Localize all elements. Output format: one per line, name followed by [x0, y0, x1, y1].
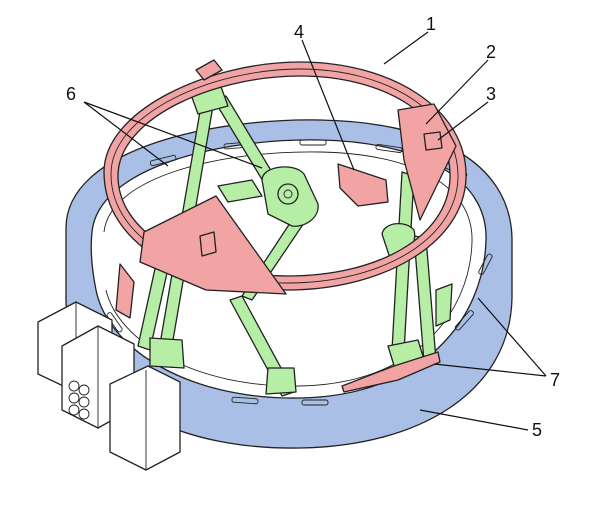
label-7: 7 — [550, 370, 560, 390]
housing — [37, 301, 181, 471]
leader-lines — [83, 31, 547, 431]
panel-low-left — [115, 263, 135, 319]
housing-connectors — [68, 380, 90, 420]
panel-low-right — [341, 351, 441, 393]
label-1: 1 — [426, 14, 436, 34]
label-4: 4 — [294, 22, 304, 42]
base-ring-inner-lip — [103, 151, 473, 387]
housing-box-front — [109, 365, 181, 471]
label-6: 6 — [66, 84, 76, 104]
label-2: 2 — [486, 42, 496, 62]
label-3: 3 — [486, 84, 496, 104]
label-5: 5 — [532, 420, 542, 440]
panel-right — [397, 103, 457, 221]
labels: 1 2 3 4 5 6 7 — [66, 14, 560, 440]
panel-left-slot — [199, 231, 217, 257]
panel-center — [337, 163, 389, 207]
top-ring-clip — [195, 59, 223, 81]
bracket-small — [423, 131, 443, 151]
